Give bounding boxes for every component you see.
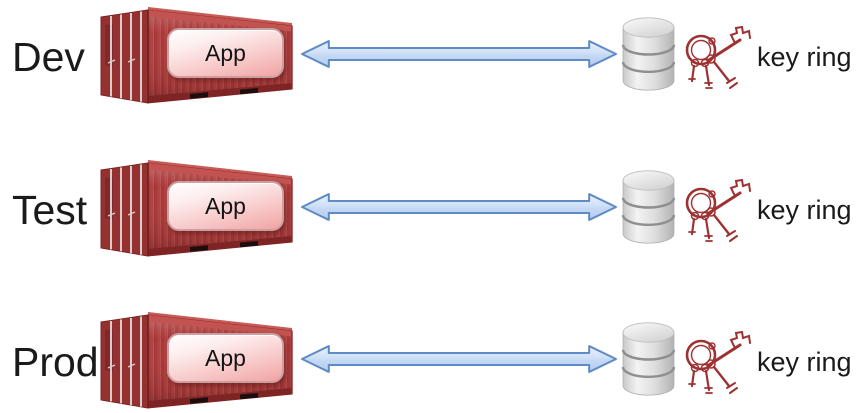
keys-svg	[685, 25, 751, 89]
database-icon	[621, 169, 676, 245]
env-row-test: Test App	[0, 153, 860, 265]
key-ring-label: key ring	[757, 42, 852, 72]
app-badge-label: App	[205, 39, 246, 66]
key-ring-icon	[681, 178, 753, 247]
env-label: Dev	[12, 34, 85, 80]
app-badge-label: App	[205, 192, 246, 219]
bidirectional-arrow-icon	[300, 192, 618, 222]
key-ring-label: key ring	[757, 195, 852, 225]
keys-svg	[685, 178, 751, 242]
shipping-container-icon: App	[98, 5, 298, 105]
database-svg	[621, 17, 676, 91]
bidirectional-arrow-icon	[300, 39, 618, 69]
database-icon	[621, 321, 676, 397]
app-badge: App	[167, 333, 284, 383]
database-svg	[621, 170, 676, 244]
app-badge: App	[167, 181, 284, 231]
bidirectional-arrow-icon	[300, 344, 618, 374]
shipping-container-icon: App	[98, 310, 298, 410]
app-badge: App	[167, 28, 284, 78]
keys-svg	[685, 330, 751, 394]
key-ring-icon	[681, 25, 753, 94]
env-label: Prod	[12, 339, 99, 385]
arrow-svg	[300, 193, 618, 221]
key-ring-label: key ring	[757, 347, 852, 377]
env-label: Test	[12, 187, 88, 233]
env-row-prod: Prod App	[0, 305, 860, 413]
database-svg	[621, 322, 676, 396]
arrow-svg	[300, 40, 618, 68]
key-ring-icon	[681, 330, 753, 399]
app-badge-label: App	[205, 344, 246, 371]
shipping-container-icon: App	[98, 158, 298, 258]
arrow-svg	[300, 345, 618, 373]
database-icon	[621, 16, 676, 92]
env-row-dev: Dev App	[0, 0, 860, 112]
